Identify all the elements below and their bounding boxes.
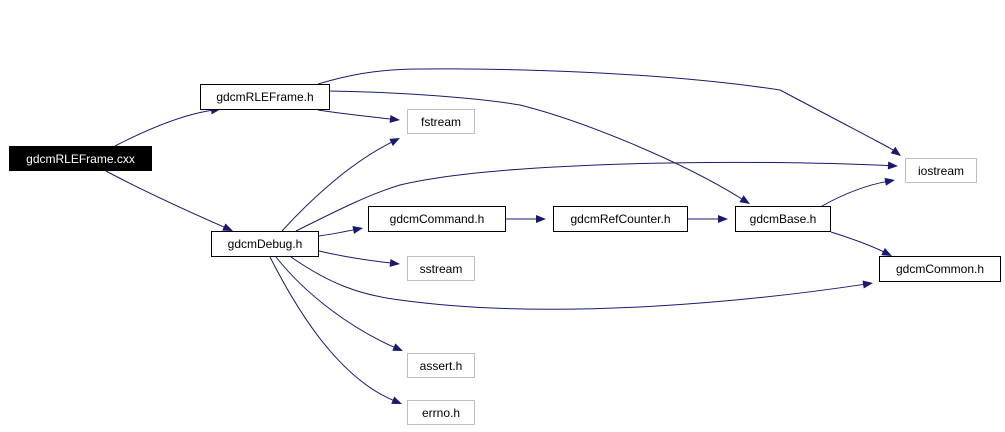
node-sstream: sstream (407, 256, 475, 281)
edge-line (114, 109, 214, 147)
edge-rleframe-to-iostream (317, 68, 901, 156)
edge-arrowhead (881, 247, 892, 256)
edge-line (269, 256, 395, 402)
edge-debug-to-fstream (281, 138, 400, 232)
edge-refcounter-to-base (687, 215, 728, 223)
edge-arrowhead (391, 396, 402, 404)
edge-debug-to-errno (269, 256, 402, 404)
node-gdcmrleframe-cxx[interactable]: gdcmRLEFrame.cxx (9, 146, 152, 171)
edge-rleframe-to-base (329, 90, 750, 204)
edge-line (830, 231, 886, 253)
edge-line (275, 256, 396, 349)
edge-line (295, 161, 891, 232)
node-gdcmcommon-h[interactable]: gdcmCommon.h (879, 256, 1001, 282)
node-fstream: fstream (407, 109, 475, 134)
edge-arrowhead (389, 258, 400, 267)
node-gdcmrefcounter-h[interactable]: gdcmRefCounter.h (553, 206, 688, 232)
edge-line (105, 170, 226, 229)
edge-debug-to-assert (275, 256, 403, 351)
node-gdcmcommand-h[interactable]: gdcmCommand.h (368, 206, 506, 232)
edge-debug-to-common (290, 256, 873, 310)
node-iostream: iostream (905, 158, 977, 183)
node-gdcmbase-h[interactable]: gdcmBase.h (735, 206, 831, 232)
edge-root-to-rleframe (114, 106, 221, 147)
edge-rleframe-to-fstream (317, 109, 400, 123)
edge-arrowhead (389, 114, 400, 123)
edge-arrowhead (389, 138, 400, 147)
edge-arrowhead (890, 146, 901, 156)
edge-line (317, 68, 894, 151)
edge-arrowhead (862, 280, 873, 289)
node-gdcmrleframe-h[interactable]: gdcmRLEFrame.h (200, 84, 330, 110)
edge-line (318, 250, 393, 264)
edge-arrowhead (352, 226, 363, 234)
edge-line (329, 90, 744, 201)
edge-arrowhead (884, 177, 895, 186)
edge-debug-to-command (318, 226, 363, 237)
edge-line (821, 180, 888, 207)
edge-arrowhead (392, 343, 403, 351)
edge-root-to-debug (105, 170, 233, 231)
edge-arrowhead (718, 215, 728, 223)
node-errno-h: errno.h (407, 400, 475, 425)
edge-base-to-iostream (821, 177, 895, 207)
edge-line (290, 256, 866, 310)
edge-arrowhead (739, 195, 750, 204)
edge-debug-to-iostream (295, 161, 898, 232)
edge-debug-to-sstream (318, 250, 400, 267)
node-gdcmdebug-h[interactable]: gdcmDebug.h (211, 231, 319, 257)
edge-line (317, 109, 393, 120)
edge-arrowhead (222, 223, 233, 231)
edge-layer (105, 68, 901, 404)
edge-command-to-refcounter (505, 215, 546, 223)
edge-line (281, 141, 394, 232)
edge-base-to-common (830, 231, 892, 256)
edge-line (318, 229, 356, 237)
node-assert-h: assert.h (407, 353, 475, 378)
edge-arrowhead (887, 161, 898, 170)
edge-arrowhead (536, 215, 546, 223)
